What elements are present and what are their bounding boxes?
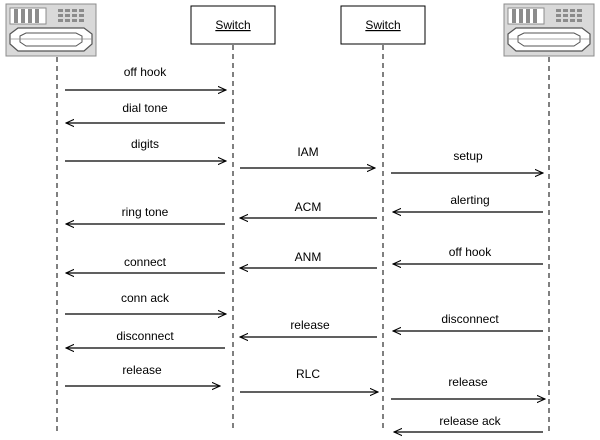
message-label: release <box>122 363 162 377</box>
message-label: ACM <box>295 200 322 214</box>
message-label: digits <box>131 137 159 151</box>
message-alerting: alerting <box>393 193 543 212</box>
message-label: off hook <box>449 245 492 259</box>
message-release-b: release <box>391 375 545 399</box>
message-ring-tone: ring tone <box>66 205 225 224</box>
message-disconnect-a: disconnect <box>66 329 225 348</box>
message-digits: digits <box>65 137 226 161</box>
message-acm: ACM <box>240 200 377 218</box>
message-label: alerting <box>450 193 489 207</box>
message-off-hook: off hook <box>65 65 226 90</box>
message-connect: connect <box>66 255 225 273</box>
telephone-icon <box>503 3 595 57</box>
switch-b-box: Switch <box>340 5 426 45</box>
message-label: off hook <box>124 65 167 79</box>
telephone-icon <box>5 3 97 57</box>
message-iam: IAM <box>240 145 375 168</box>
message-release-ack: release ack <box>394 414 543 432</box>
message-off-hook-b: off hook <box>393 245 543 264</box>
message-label: disconnect <box>116 329 174 343</box>
message-label: release ack <box>439 414 501 428</box>
message-rlc: RLC <box>240 367 378 392</box>
message-label: release <box>448 375 488 389</box>
message-label: conn ack <box>121 291 170 305</box>
message-conn-ack: conn ack <box>65 291 226 314</box>
switch-a-box: Switch <box>190 5 276 45</box>
message-label: release <box>290 318 330 332</box>
message-label: ring tone <box>122 205 169 219</box>
message-label: ANM <box>295 250 322 264</box>
message-release-switch: release <box>240 318 377 337</box>
message-anm: ANM <box>240 250 377 268</box>
message-label: connect <box>124 255 167 269</box>
message-label: IAM <box>297 145 318 159</box>
message-label: disconnect <box>441 312 499 326</box>
message-dial-tone: dial tone <box>66 101 225 123</box>
message-setup: setup <box>391 149 543 173</box>
switch-a-label: Switch <box>215 18 250 32</box>
message-disconnect-b: disconnect <box>393 312 543 331</box>
message-release-a: release <box>65 363 220 386</box>
message-label: dial tone <box>122 101 168 115</box>
message-label: RLC <box>296 367 320 381</box>
message-label: setup <box>453 149 483 163</box>
switch-b-label: Switch <box>365 18 400 32</box>
